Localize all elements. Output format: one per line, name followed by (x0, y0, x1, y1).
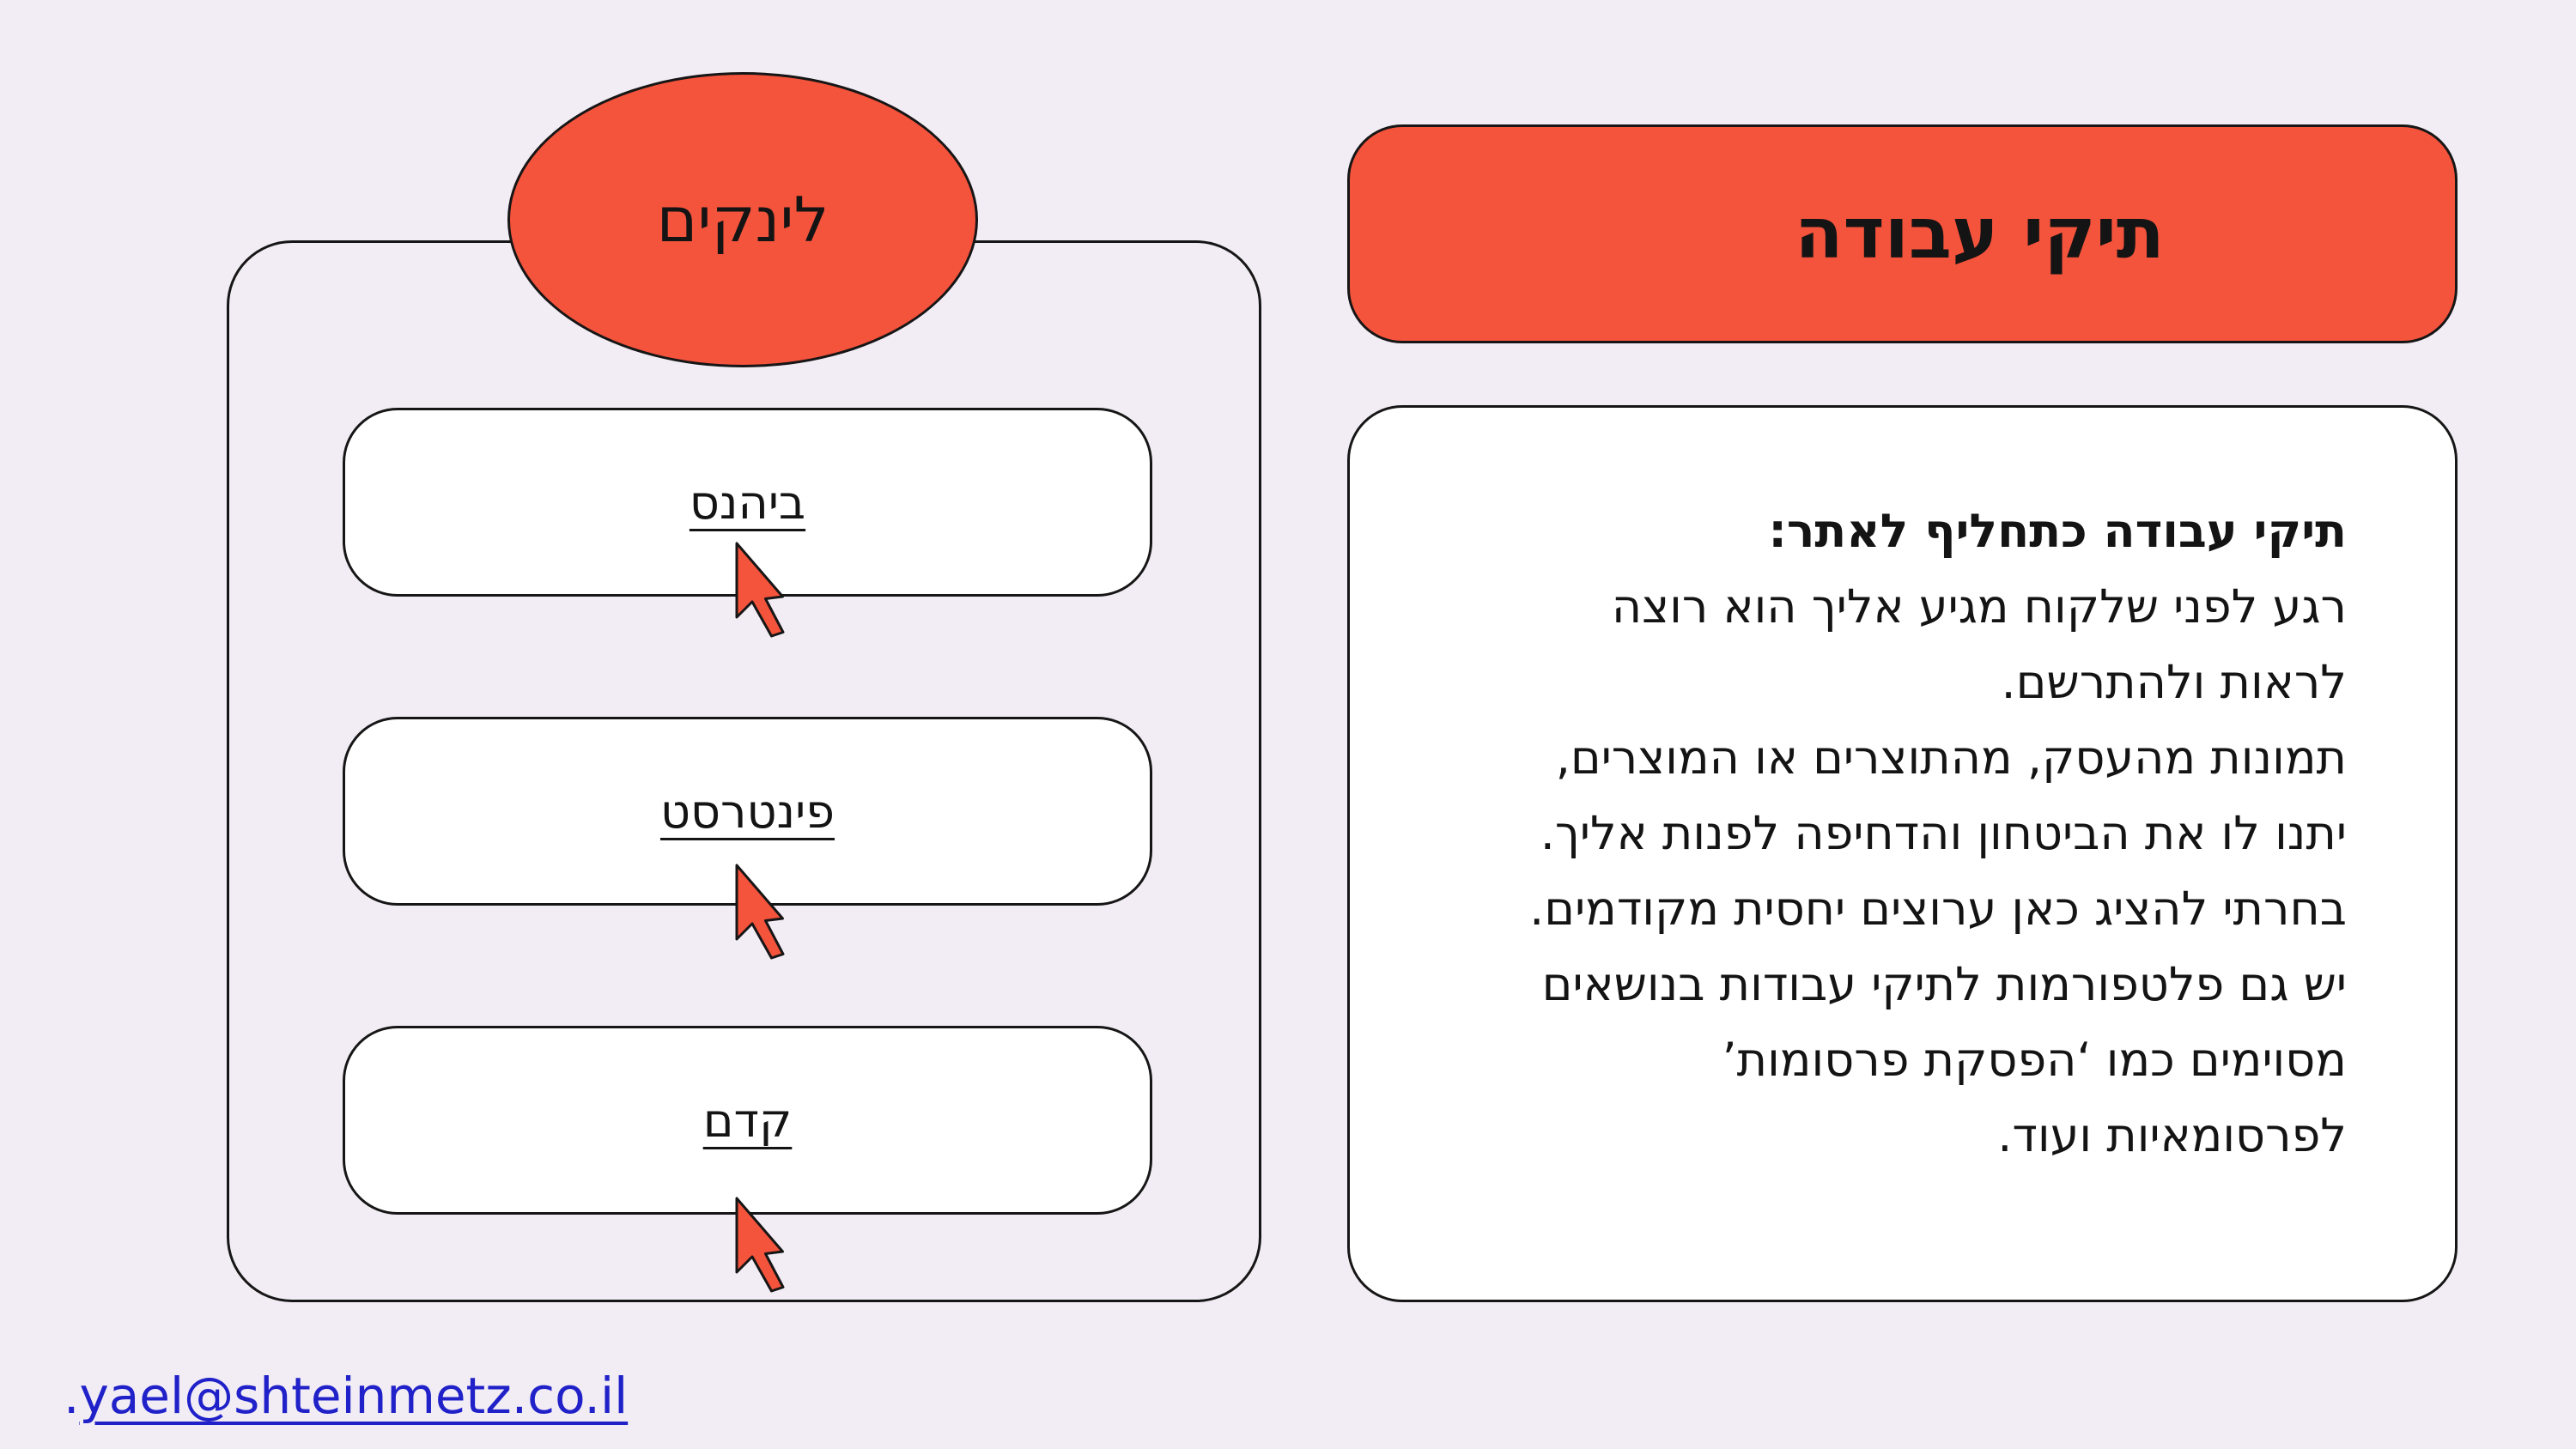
link-label-pinterest[interactable]: פינטרסט (660, 784, 835, 839)
page-title: תיקי עבודה (1795, 193, 2165, 275)
portfolio-title-banner: תיקי עבודה (1347, 124, 2458, 343)
email-link[interactable]: yael@shteinmetz.co.il (79, 1367, 629, 1425)
portfolio-body-text: רגע לפני שלקוח מגיע אליך הוא רוצה לראות … (1529, 579, 2347, 1162)
footer-email-row: .yael@shteinmetz.co.il (64, 1367, 628, 1425)
cursor-arrow-icon (735, 542, 785, 638)
link-label-kedem[interactable]: קדם (702, 1093, 793, 1148)
cursor-arrow-icon (735, 864, 785, 960)
link-button-kedem[interactable]: קדם (343, 1026, 1152, 1215)
portfolio-text-panel: תיקי עבודה כתחליף לאתר: רגע לפני שלקוח מ… (1347, 405, 2458, 1302)
links-ellipse: לינקים (507, 72, 978, 367)
email-leading-period: . (64, 1367, 80, 1425)
link-label-behance[interactable]: ביהנס (689, 475, 806, 530)
links-title: לינקים (656, 184, 829, 256)
cursor-arrow-icon (735, 1197, 785, 1293)
portfolio-heading: תיקי עבודה כתחליף לאתר: (1768, 504, 2347, 558)
